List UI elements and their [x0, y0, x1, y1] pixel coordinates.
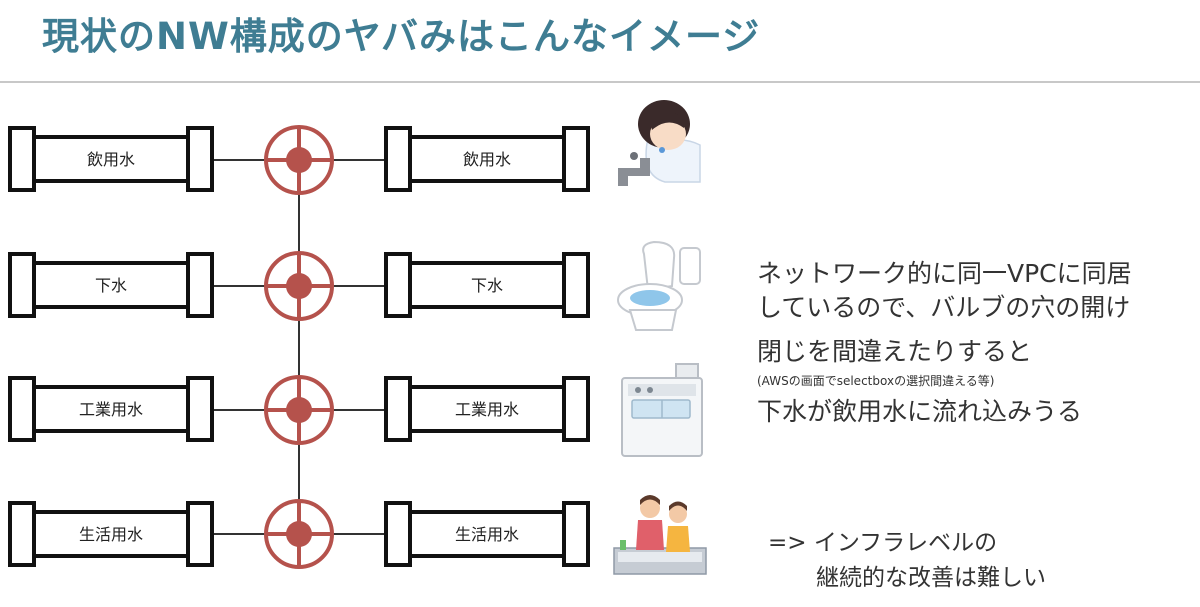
toilet-icon — [617, 240, 701, 331]
valve-icon[interactable] — [264, 499, 334, 569]
person-drinking-icon — [618, 100, 701, 186]
right-pipe: 下水 — [384, 252, 590, 318]
left-pipe-label: 飲用水 — [87, 150, 135, 169]
description-line-1: ネットワーク的に同一VPCに同居 — [757, 259, 1132, 288]
left-pipe: 飲用水 — [8, 126, 214, 192]
left-pipe-label: 工業用水 — [79, 400, 143, 419]
right-pipe: 工業用水 — [384, 376, 590, 442]
slide-title: 現状のNW構成のヤバみはこんなイメージ — [42, 15, 761, 58]
description-line-4: 下水が飲用水に流れ込みうる — [757, 397, 1083, 426]
conclusion-line-2: 継続的な改善は難しい — [816, 565, 1046, 591]
right-pipe-label: 飲用水 — [463, 150, 511, 169]
valve-icon[interactable] — [264, 375, 334, 445]
valve-icon[interactable] — [264, 251, 334, 321]
pipe-row-2: 下水 下水 — [8, 251, 590, 321]
left-pipe: 下水 — [8, 252, 214, 318]
left-pipe: 工業用水 — [8, 376, 214, 442]
description-line-3: 閉じを間違えたりすると — [757, 337, 1033, 366]
right-pipe: 生活用水 — [384, 501, 590, 567]
kids-washing-hands-icon — [613, 495, 707, 575]
conclusion-line-1: => インフラレベルの — [768, 530, 998, 556]
left-pipe-label: 下水 — [95, 276, 127, 295]
pipe-row-1: 飲用水 飲用水 — [8, 125, 590, 195]
valve-icon[interactable] — [264, 125, 334, 195]
right-pipe: 飲用水 — [384, 126, 590, 192]
description-line-2: しているので、バルブの穴の開け — [757, 293, 1131, 322]
title-divider — [0, 81, 1200, 83]
right-pipe-label: 工業用水 — [455, 400, 519, 419]
washing-machine-icon — [621, 363, 703, 457]
pipe-row-4: 生活用水 生活用水 — [8, 499, 590, 569]
right-pipe-label: 下水 — [471, 276, 503, 295]
left-pipe-label: 生活用水 — [79, 525, 143, 544]
pipe-row-3: 工業用水 工業用水 — [8, 375, 590, 445]
left-pipe: 生活用水 — [8, 501, 214, 567]
description-note: (AWSの画面でselectboxの選択間違える等) — [757, 374, 995, 388]
right-pipe-label: 生活用水 — [455, 525, 519, 544]
